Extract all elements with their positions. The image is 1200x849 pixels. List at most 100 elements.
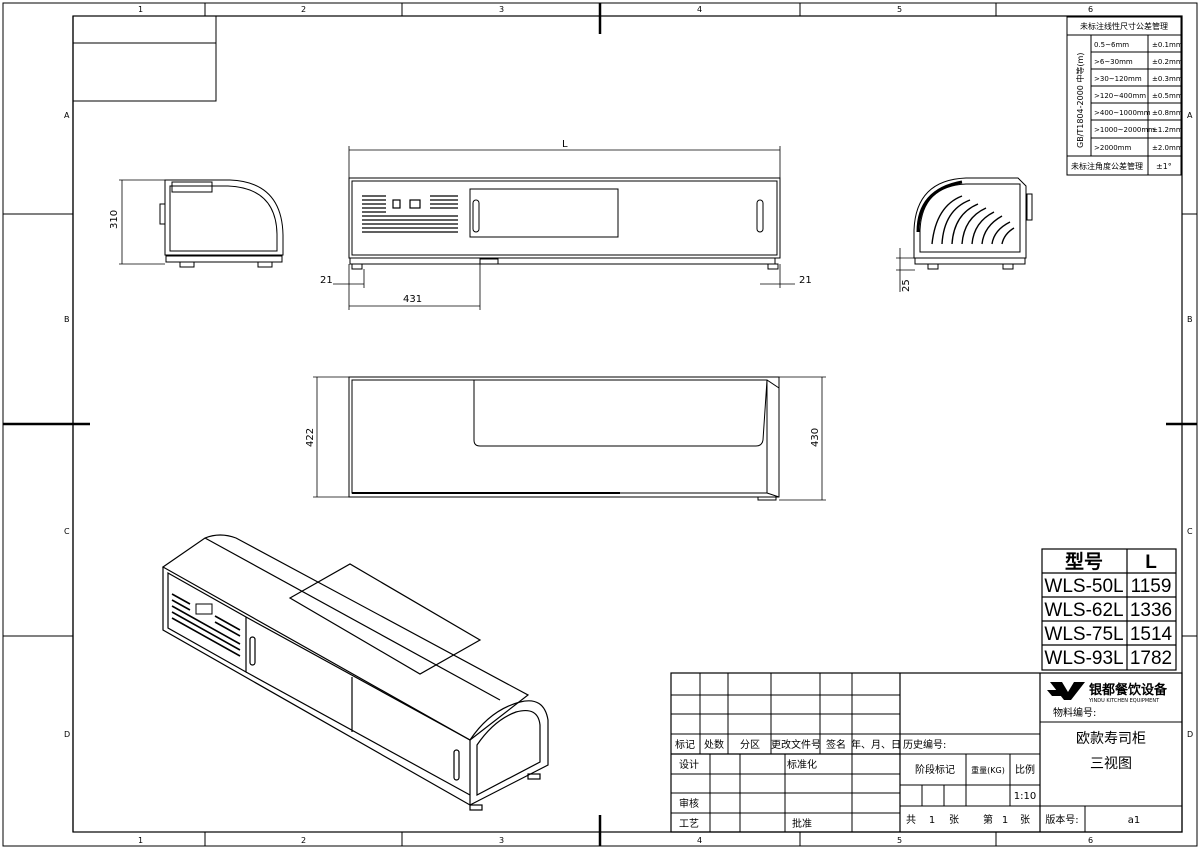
zone-col-4: 4 <box>697 5 702 14</box>
zone-col-6: 6 <box>1088 5 1093 14</box>
label-approve: 批准 <box>792 817 812 830</box>
zone-col-6-bottom: 6 <box>1088 836 1093 845</box>
product-name: 欧款寿司柜 <box>1076 730 1146 747</box>
zone-col-1-bottom: 1 <box>138 836 143 845</box>
title-block-revision-headers: 标记 处数 分区 更改文件号 签名 年、月、日 <box>675 738 901 751</box>
zone-row-a-right: A <box>1187 111 1193 120</box>
company-logo-mark <box>1050 682 1085 700</box>
zone-row-d: D <box>64 730 70 739</box>
zone-ticks <box>3 3 1197 846</box>
title-block-grid <box>670 672 1183 833</box>
tolerance-value-6: ±1.2mm <box>1152 126 1183 134</box>
isometric-vent-grille <box>171 593 241 657</box>
isometric-view <box>161 534 549 811</box>
dim-label-431: 431 <box>403 294 422 305</box>
zone-row-b-right: B <box>1187 315 1193 324</box>
dim-front-feet <box>333 264 795 310</box>
rev-header-count: 处数 <box>704 738 724 751</box>
front-vent-grille <box>362 195 458 233</box>
label-weight: 重量(KG) <box>971 765 1005 775</box>
rev-header-date: 年、月、日 <box>851 738 901 751</box>
model-table <box>1041 548 1177 671</box>
length-row-4: 1782 <box>1130 648 1172 669</box>
zone-col-2-bottom: 2 <box>301 836 306 845</box>
top-view <box>348 376 780 501</box>
view-name: 三视图 <box>1090 756 1132 772</box>
dim-label-21-right: 21 <box>799 275 812 286</box>
dim-front-length <box>348 146 781 178</box>
value-scale: 1:10 <box>1014 791 1036 802</box>
length-row-2: 1336 <box>1130 600 1172 621</box>
tolerance-range-2: >6~30mm <box>1094 58 1133 66</box>
top-left-box <box>72 15 217 102</box>
label-sheet-prefix: 第 <box>983 813 993 826</box>
tolerance-range-6: >1000~2000mm <box>1094 126 1155 134</box>
dim-label-430: 430 <box>810 428 821 447</box>
tolerance-value-2: ±0.2mm <box>1152 58 1183 66</box>
label-scale: 比例 <box>1015 763 1035 776</box>
tolerance-range-7: >2000mm <box>1094 144 1131 152</box>
tolerance-value-5: ±0.8mm <box>1152 109 1183 117</box>
rev-header-file: 更改文件号 <box>771 738 821 751</box>
zone-col-5-bottom: 5 <box>897 836 902 845</box>
model-row-3: WLS-75L <box>1044 624 1123 645</box>
tolerance-range-1: 0.5~6mm <box>1094 41 1129 49</box>
dim-top-depth <box>313 376 826 501</box>
zone-row-c-right: C <box>1187 527 1193 536</box>
tolerance-value-7: ±2.0mm <box>1152 144 1183 152</box>
dim-label-310: 310 <box>109 210 120 229</box>
tolerance-value-4: ±0.5mm <box>1152 92 1183 100</box>
dim-side-height <box>119 179 165 265</box>
zone-col-4-bottom: 4 <box>697 836 702 845</box>
label-standardize: 标准化 <box>787 758 817 771</box>
company-name-cn: 银都餐饮设备 <box>1089 682 1168 698</box>
tolerance-range-4: >120~400mm <box>1094 92 1146 100</box>
dim-label-21-left: 21 <box>320 275 333 286</box>
label-review: 审核 <box>679 797 699 810</box>
zone-row-b: B <box>64 315 70 324</box>
zone-col-3-bottom: 3 <box>499 836 504 845</box>
tolerance-range-3: >30~120mm <box>1094 75 1142 83</box>
model-row-1: WLS-50L <box>1044 576 1123 597</box>
tolerance-value-1: ±0.1mm <box>1152 41 1183 49</box>
label-sheet-unit: 张 <box>949 814 959 826</box>
model-table-header-length: L <box>1145 552 1157 573</box>
label-design: 设计 <box>679 758 699 771</box>
zone-row-d-right: D <box>1187 730 1193 739</box>
label-material-no: 物料编号: <box>1053 706 1096 719</box>
tolerance-vertical-label: GB/T1804-2000 中等(m) <box>1075 53 1085 148</box>
rev-header-signature: 签名 <box>826 738 846 751</box>
tolerance-angle-value: ±1° <box>1156 162 1172 171</box>
rev-header-zone: 分区 <box>740 739 760 751</box>
company-logo: 银都餐饮设备 YINDU KITCHEN EQUIPMENT <box>1047 682 1168 704</box>
length-row-3: 1514 <box>1130 624 1173 645</box>
label-process: 工艺 <box>679 818 699 830</box>
model-table-header-model: 型号 <box>1065 550 1103 573</box>
zone-labels: 1 2 3 4 5 6 1 2 3 4 5 6 A B C D A B C D <box>64 5 1193 845</box>
tolerance-range-5: >400~1000mm <box>1094 109 1151 117</box>
front-view <box>348 177 781 270</box>
label-history-no: 历史编号: <box>903 738 946 751</box>
dim-label-25: 25 <box>901 279 912 292</box>
tolerance-rows: 0.5~6mm ±0.1mm >6~30mm ±0.2mm >30~120mm … <box>1094 41 1183 152</box>
dim-label-422: 422 <box>305 428 316 447</box>
tolerance-value-3: ±0.3mm <box>1152 75 1183 83</box>
value-version: a1 <box>1128 815 1141 826</box>
tolerance-table <box>1066 16 1182 176</box>
length-row-1: 1159 <box>1131 576 1172 597</box>
label-stage-mark: 阶段标记 <box>915 763 955 776</box>
model-row-4: WLS-93L <box>1044 648 1123 669</box>
company-name-en: YINDU KITCHEN EQUIPMENT <box>1088 698 1160 704</box>
dim-label-l: L <box>562 139 568 150</box>
zone-col-3: 3 <box>499 5 504 14</box>
dim-side-foot <box>896 248 915 292</box>
tolerance-angle-label: 未标注角度公差管理 <box>1071 161 1143 171</box>
zone-row-a: A <box>64 111 70 120</box>
side-view-right-hatch <box>916 180 1015 245</box>
side-view-right <box>913 177 1033 270</box>
zone-col-1: 1 <box>138 5 143 14</box>
label-total: 共 <box>906 814 916 826</box>
zone-col-2: 2 <box>301 5 306 14</box>
rev-header-mark: 标记 <box>675 739 695 751</box>
